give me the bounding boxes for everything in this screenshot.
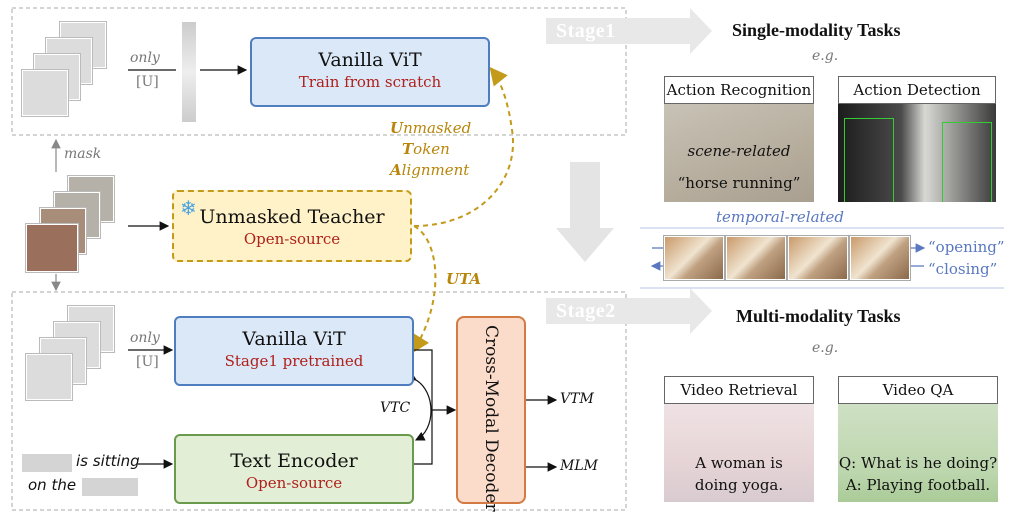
action-detection-card: Action Detection (838, 76, 996, 104)
snowflake-icon: ❄ (180, 196, 197, 220)
mask-label: mask (64, 146, 102, 162)
uta-long-label: Unmasked Token Alignment (390, 119, 472, 179)
video-retrieval-scene: A woman is doing yoga. (664, 404, 814, 502)
stage2-big-arrow (546, 288, 712, 334)
teacher-sub: Open-source (243, 230, 341, 248)
temporal-frame-2 (726, 236, 786, 280)
vtm-label: VTM (560, 391, 594, 407)
text-encoder-sub: Open-source (245, 474, 343, 492)
stage1-vanilla-vit: Vanilla ViT Train from scratch (250, 37, 490, 107)
scene-related-label: scene-related (687, 142, 791, 160)
qa-question: Q: What is he doing? (838, 454, 998, 472)
closing-label: “closing” (928, 260, 998, 278)
stage1-vit-sub: Train from scratch (298, 73, 442, 91)
unmasked-teacher: ❄ Unmasked Teacher Open-source (172, 190, 412, 262)
eg-label-1: e.g. (812, 48, 839, 64)
detection-box-2 (942, 122, 992, 202)
stage2-frame (11, 291, 627, 511)
action-recognition-card: Action Recognition (664, 76, 814, 104)
caption-part2: on the (28, 476, 77, 494)
caption-part1: is sitting (76, 452, 140, 470)
text-encoder-title: Text Encoder (230, 450, 358, 472)
stage1-label: Stage1 (556, 20, 616, 42)
multi-modality-title: Multi-modality Tasks (736, 306, 901, 326)
action-detection-scene (838, 104, 996, 202)
yoga-caption-2: doing yoga. (694, 476, 784, 494)
stage2-vit-title: Vanilla ViT (242, 328, 346, 350)
stage2-u-token: [U] (136, 354, 159, 370)
detection-box-1 (844, 118, 894, 202)
vtc-label: VTC (380, 400, 411, 416)
qa-answer: A: Playing football. (845, 476, 991, 494)
mlm-label: MLM (560, 458, 598, 474)
text-encoder: Text Encoder Open-source (174, 434, 414, 504)
stage1-u-token: [U] (136, 74, 159, 90)
single-modality-title: Single-modality Tasks (732, 20, 901, 40)
stage1-token-strip (182, 22, 196, 122)
opening-label: “opening” (928, 238, 1005, 256)
decoder-title: Cross-Modal Decoder (481, 325, 501, 512)
video-retrieval-card: Video Retrieval (664, 376, 814, 404)
stage2-label: Stage2 (556, 300, 616, 322)
stage2-vit-sub: Stage1 pretrained (224, 352, 364, 370)
stage2-only-label: only (130, 330, 160, 346)
temporal-frame-4 (850, 236, 910, 280)
temporal-related-label: temporal-related (716, 208, 845, 226)
eg-label-2: e.g. (812, 340, 839, 356)
temporal-frame-3 (788, 236, 848, 280)
horse-running-label: “horse running” (677, 174, 801, 192)
stage1-big-arrow (546, 8, 712, 54)
uta-short-label: UTA (446, 270, 482, 288)
stage1-vit-title: Vanilla ViT (318, 49, 422, 71)
masked-word-2 (82, 478, 138, 496)
yoga-caption-1: A woman is (695, 454, 783, 472)
down-big-arrow (556, 162, 614, 262)
stage2-vanilla-vit: Vanilla ViT Stage1 pretrained (174, 316, 414, 386)
video-qa-scene: Q: What is he doing? A: Playing football… (838, 404, 998, 502)
action-recognition-scene: scene-related “horse running” (664, 104, 814, 202)
temporal-frame-1 (664, 236, 724, 280)
teacher-title: Unmasked Teacher (199, 206, 385, 228)
cross-modal-decoder: Cross-Modal Decoder (456, 316, 526, 512)
stage1-only-label: only (130, 50, 160, 66)
video-qa-card: Video QA (838, 376, 998, 404)
masked-word-1 (22, 454, 72, 472)
